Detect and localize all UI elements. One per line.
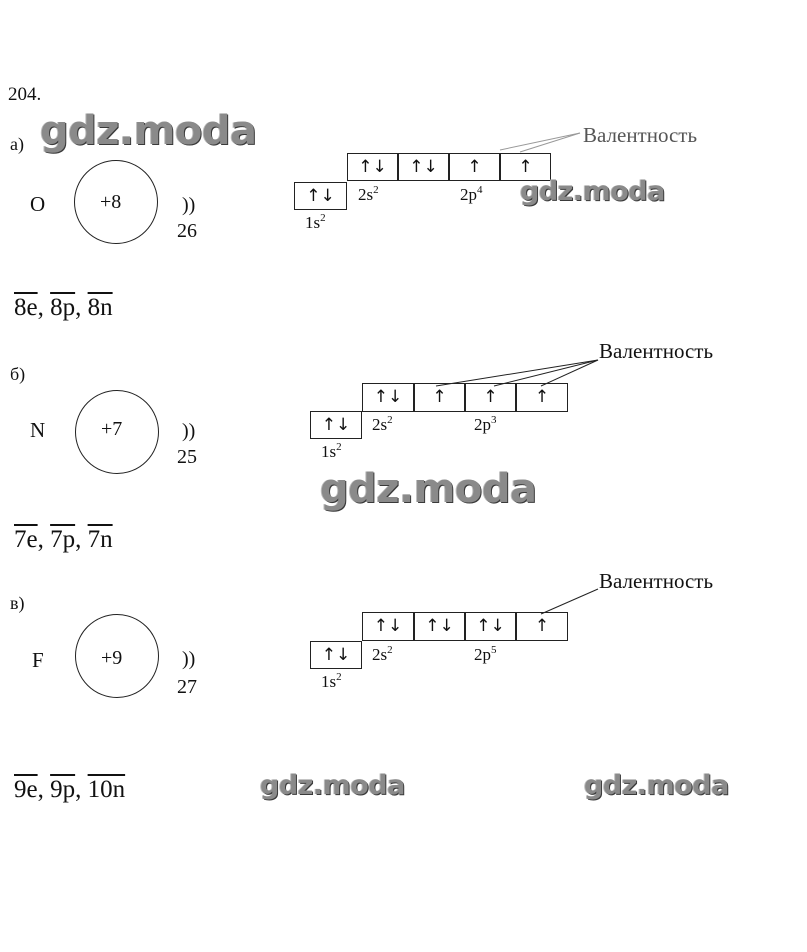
section-c-shell-electrons: 27: [177, 676, 197, 698]
section-c-label-1s: 1s2: [321, 671, 342, 691]
section-b-particles: 7e, 7p, 7n: [14, 526, 113, 553]
section-a-orbital-2p-cell-3: ↑: [500, 153, 551, 181]
section-a-valence-label: Валентность: [583, 123, 698, 147]
section-a-orbital-1s-cell: ↑↓: [294, 182, 347, 210]
section-a-label-2s: 2s2: [358, 184, 379, 204]
section-a-shells: )): [182, 194, 196, 216]
section-b-shells: )): [182, 420, 196, 442]
section-a-charge: +8: [100, 191, 122, 213]
section-b-valence-label: Валентность: [599, 339, 714, 363]
section-a-label-1s: 1s2: [305, 212, 326, 232]
section-c-orbital-2s-cell: ↑↓: [362, 612, 414, 641]
section-a-label-2p: 2p4: [460, 184, 483, 204]
problem-number: 204.: [8, 84, 42, 105]
section-c-particles: 9e, 9p, 10n: [14, 776, 126, 803]
section-b-symbol: N: [30, 418, 46, 442]
section-c-label-2s: 2s2: [372, 644, 393, 664]
section-c-orbital-1s-cell: ↑↓: [310, 641, 362, 669]
section-a-symbol: O: [30, 192, 46, 216]
section-b-label-1s: 1s2: [321, 441, 342, 461]
section-c-orbital-2p-cell-3: ↑: [516, 612, 568, 641]
section-a-orbital-2p-cell-2: ↑: [449, 153, 500, 181]
section-b-letter: б): [10, 364, 26, 384]
section-a-orbital-2p-cell-1: ↑↓: [398, 153, 449, 181]
section-a-orbital-2s-cell: ↑↓: [347, 153, 398, 181]
section-a-particles: 8e, 8p, 8n: [14, 294, 113, 321]
section-a-nucleus: [74, 160, 158, 244]
section-b-orbital-2p-cell-1: ↑: [414, 383, 465, 412]
section-a-shell-electrons: 26: [177, 220, 197, 242]
section-b-nucleus: [75, 390, 159, 474]
section-c-symbol: F: [32, 648, 44, 672]
section-c-label-2p: 2p5: [474, 644, 497, 664]
section-c-nucleus: [75, 614, 159, 698]
watermark: gdz.moda: [584, 770, 729, 801]
watermark: gdz.moda: [40, 108, 257, 154]
section-b-orbital-2p-cell-3: ↑: [516, 383, 568, 412]
section-c-orbital-2p-cell-1: ↑↓: [414, 612, 465, 641]
watermark: gdz.moda: [260, 770, 405, 801]
section-b-orbital-2p-cell-2: ↑: [465, 383, 516, 412]
section-c-orbital-2p-cell-2: ↑↓: [465, 612, 516, 641]
section-a-letter: а): [10, 134, 24, 154]
section-b-shell-electrons: 25: [177, 446, 197, 468]
section-b-label-2p: 2p3: [474, 414, 497, 434]
section-b-charge: +7: [101, 418, 123, 440]
section-b-orbital-2s-cell: ↑↓: [362, 383, 414, 412]
section-b-label-2s: 2s2: [372, 414, 393, 434]
section-c-shells: )): [182, 648, 196, 670]
watermark: gdz.moda: [320, 466, 537, 512]
section-c-charge: +9: [101, 647, 123, 669]
watermark: gdz.moda: [520, 176, 665, 207]
section-c-letter: в): [10, 593, 25, 613]
section-b-orbital-1s-cell: ↑↓: [310, 411, 362, 439]
section-c-valence-label: Валентность: [599, 569, 714, 593]
